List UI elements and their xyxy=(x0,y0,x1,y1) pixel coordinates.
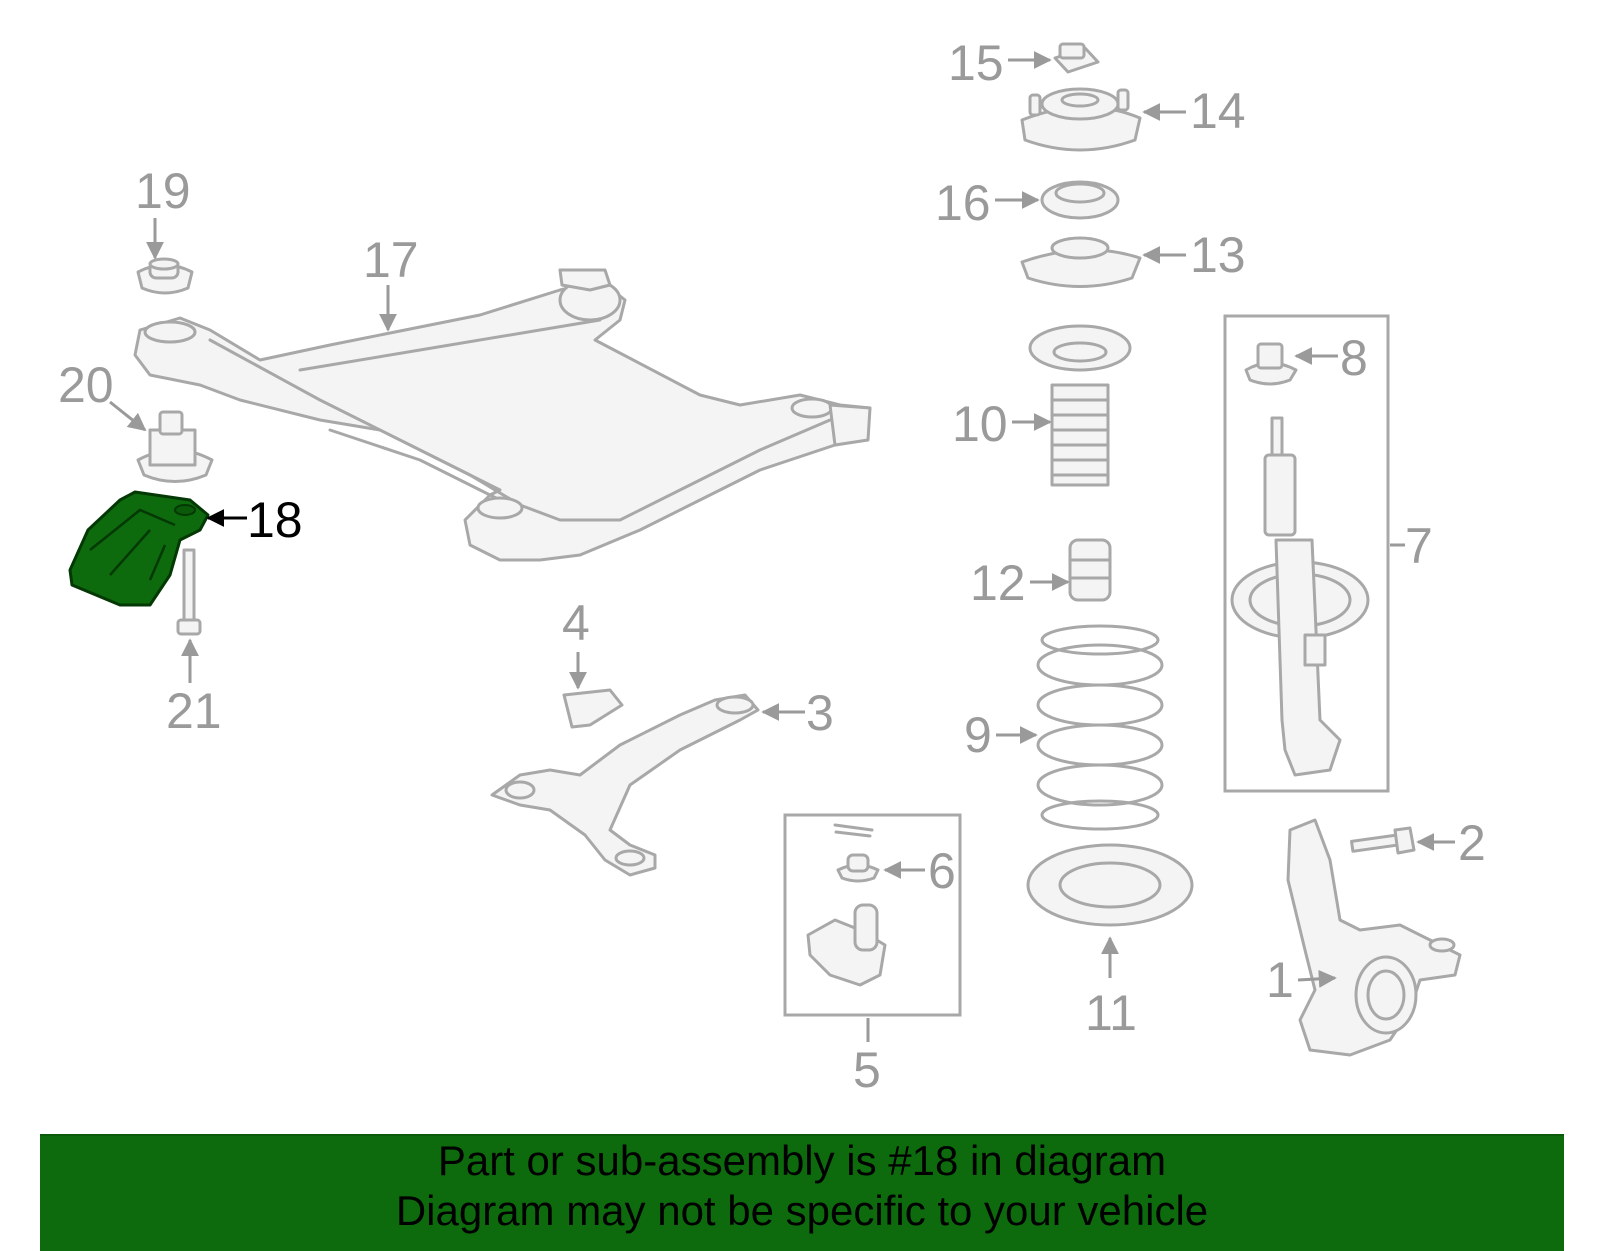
callout-20: 20 xyxy=(58,357,147,432)
callout-10: 10 xyxy=(952,396,1052,452)
upper-seat-part-13[interactable] xyxy=(1020,236,1142,288)
boot-part-6[interactable] xyxy=(836,853,880,883)
callout-label-16: 16 xyxy=(935,175,991,231)
callout-label-5: 5 xyxy=(853,1042,881,1098)
lower-seat-part-11[interactable] xyxy=(1026,843,1194,927)
banner-line-1: Part or sub-assembly is #18 in diagram xyxy=(437,1137,1167,1184)
callout-11: 11 xyxy=(1085,936,1137,1041)
coil-spring-part-9[interactable] xyxy=(1036,624,1164,831)
nut-part-8[interactable] xyxy=(1244,342,1298,386)
callout-label-11: 11 xyxy=(1085,985,1137,1041)
callout-7: 7 xyxy=(1390,518,1433,574)
callout-14: 14 xyxy=(1142,83,1246,139)
subframe-part-17[interactable] xyxy=(133,268,872,562)
callout-label-21: 21 xyxy=(166,683,222,739)
callout-label-1: 1 xyxy=(1266,952,1294,1008)
nut-part-15[interactable] xyxy=(1053,42,1100,74)
strut-assembly-box-part-7 xyxy=(1223,314,1390,793)
boot-part-10[interactable] xyxy=(1028,324,1132,487)
bearing-part-16[interactable] xyxy=(1040,180,1120,220)
callout-15: 15 xyxy=(948,35,1052,91)
callout-2: 2 xyxy=(1416,815,1486,871)
callout-label-15: 15 xyxy=(948,35,1004,91)
callout-5: 5 xyxy=(853,1018,881,1098)
callout-12: 12 xyxy=(970,555,1070,611)
ball-joint-box-part-5 xyxy=(783,813,962,1017)
callout-19: 19 xyxy=(135,163,191,260)
callout-8: 8 xyxy=(1294,330,1368,386)
callout-label-10: 10 xyxy=(952,396,1008,452)
callout-label-2: 2 xyxy=(1458,815,1486,871)
bushing-part-20[interactable] xyxy=(136,410,214,483)
bolt-part-21[interactable] xyxy=(176,548,202,636)
callout-label-12: 12 xyxy=(970,555,1026,611)
callout-label-4: 4 xyxy=(562,595,590,651)
strut-mount-part-14[interactable] xyxy=(1020,87,1142,152)
banner-line-2: Diagram may not be specific to your vehi… xyxy=(395,1187,1209,1234)
callout-label-20: 20 xyxy=(58,357,114,413)
callout-17: 17 xyxy=(363,232,419,332)
bump-stop-part-12[interactable] xyxy=(1068,538,1112,602)
callout-label-3: 3 xyxy=(806,685,834,741)
bracket-part-18-highlighted[interactable] xyxy=(68,490,210,607)
callout-21: 21 xyxy=(166,638,222,739)
callout-4: 4 xyxy=(562,595,590,690)
callout-label-7: 7 xyxy=(1405,518,1433,574)
callout-label-6: 6 xyxy=(928,843,956,899)
callout-label-13: 13 xyxy=(1190,227,1246,283)
callout-3: 3 xyxy=(761,685,834,741)
callout-6: 6 xyxy=(883,843,956,899)
bushing-part-19[interactable] xyxy=(136,257,194,295)
callout-label-14: 14 xyxy=(1190,83,1246,139)
callout-label-17: 17 xyxy=(363,232,419,288)
info-banner: Part or sub-assembly is #18 in diagram D… xyxy=(40,1134,1564,1251)
callout-18: 18 xyxy=(206,492,303,548)
control-arm-part-3[interactable] xyxy=(490,693,760,877)
bracket-part-4[interactable] xyxy=(562,688,624,729)
callout-label-8: 8 xyxy=(1340,330,1368,386)
callout-16: 16 xyxy=(935,175,1040,231)
knuckle-part-1[interactable] xyxy=(1286,818,1462,1057)
callout-label-19: 19 xyxy=(135,163,191,219)
callout-label-18: 18 xyxy=(247,492,303,548)
callout-1: 1 xyxy=(1266,952,1337,1008)
callout-label-9: 9 xyxy=(964,707,992,763)
strut-part-7[interactable] xyxy=(1230,416,1370,777)
callout-13: 13 xyxy=(1142,227,1246,283)
callout-9: 9 xyxy=(964,707,1038,763)
ball-joint-part-5[interactable] xyxy=(806,823,887,987)
bolt-part-2[interactable] xyxy=(1350,826,1416,855)
